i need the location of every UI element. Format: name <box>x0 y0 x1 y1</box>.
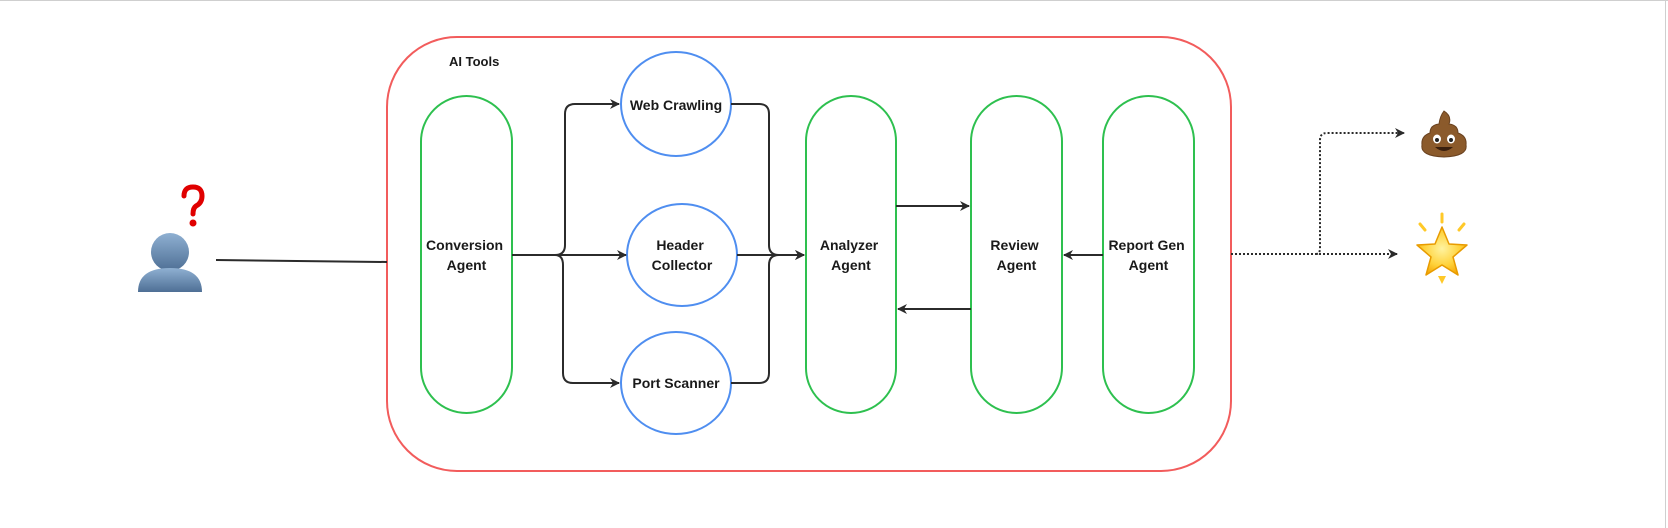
port-scanner-label: Port Scanner <box>632 375 720 391</box>
pile-of-poo-icon <box>1421 110 1467 158</box>
ai-tools-group-label: AI Tools <box>449 54 499 69</box>
edge-port-scanner-to-analyzer <box>731 254 780 384</box>
edge-conversion-to-web-crawling <box>512 99 620 256</box>
header-collector-label: Header Collector <box>652 237 713 273</box>
edge-conversion-to-port-scanner <box>554 254 620 388</box>
edge-group-to-poop <box>1315 128 1405 255</box>
question-mark-icon <box>181 184 205 227</box>
review-agent-label: Review Agent <box>990 237 1042 273</box>
report-gen-agent-node <box>1102 95 1195 414</box>
user-silhouette-icon <box>138 233 202 292</box>
edge-user-to-group <box>215 259 388 263</box>
analyzer-agent-node <box>805 95 897 414</box>
edge-web-crawling-to-analyzer <box>731 103 805 260</box>
glowing-star-icon <box>1416 212 1468 284</box>
conversion-agent-node <box>420 95 513 414</box>
report-gen-agent-label: Report Gen Agent <box>1108 237 1188 273</box>
header-collector-node <box>626 203 738 307</box>
web-crawling-label: Web Crawling <box>630 97 722 113</box>
conversion-agent-label: Conversion Agent <box>426 237 507 273</box>
review-agent-node <box>970 95 1063 414</box>
analyzer-agent-label: Analyzer Agent <box>820 237 882 273</box>
